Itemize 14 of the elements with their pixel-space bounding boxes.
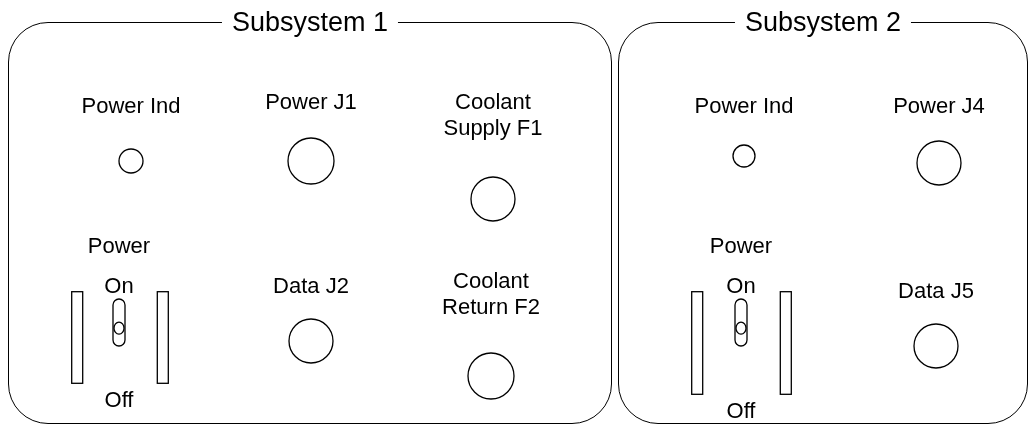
switch-state-label: Off [104, 387, 134, 413]
connector-label: Data J2 [273, 273, 349, 299]
connector-label: Power Ind [81, 93, 181, 119]
connector-label: Power Ind [694, 93, 794, 119]
switch-state-label: On [104, 273, 134, 299]
connector-label: Coolant Supply F1 [442, 89, 544, 141]
connector-label: Power J1 [265, 89, 357, 115]
connector-label: Coolant Return F2 [441, 268, 541, 320]
switch-label: Power [87, 233, 151, 259]
connector-label: Power J4 [893, 93, 985, 119]
switch-label: Power [709, 233, 773, 259]
switch-state-label: On [726, 273, 756, 299]
switch-state-label: Off [726, 398, 756, 424]
connector-label: Data J5 [898, 278, 974, 304]
